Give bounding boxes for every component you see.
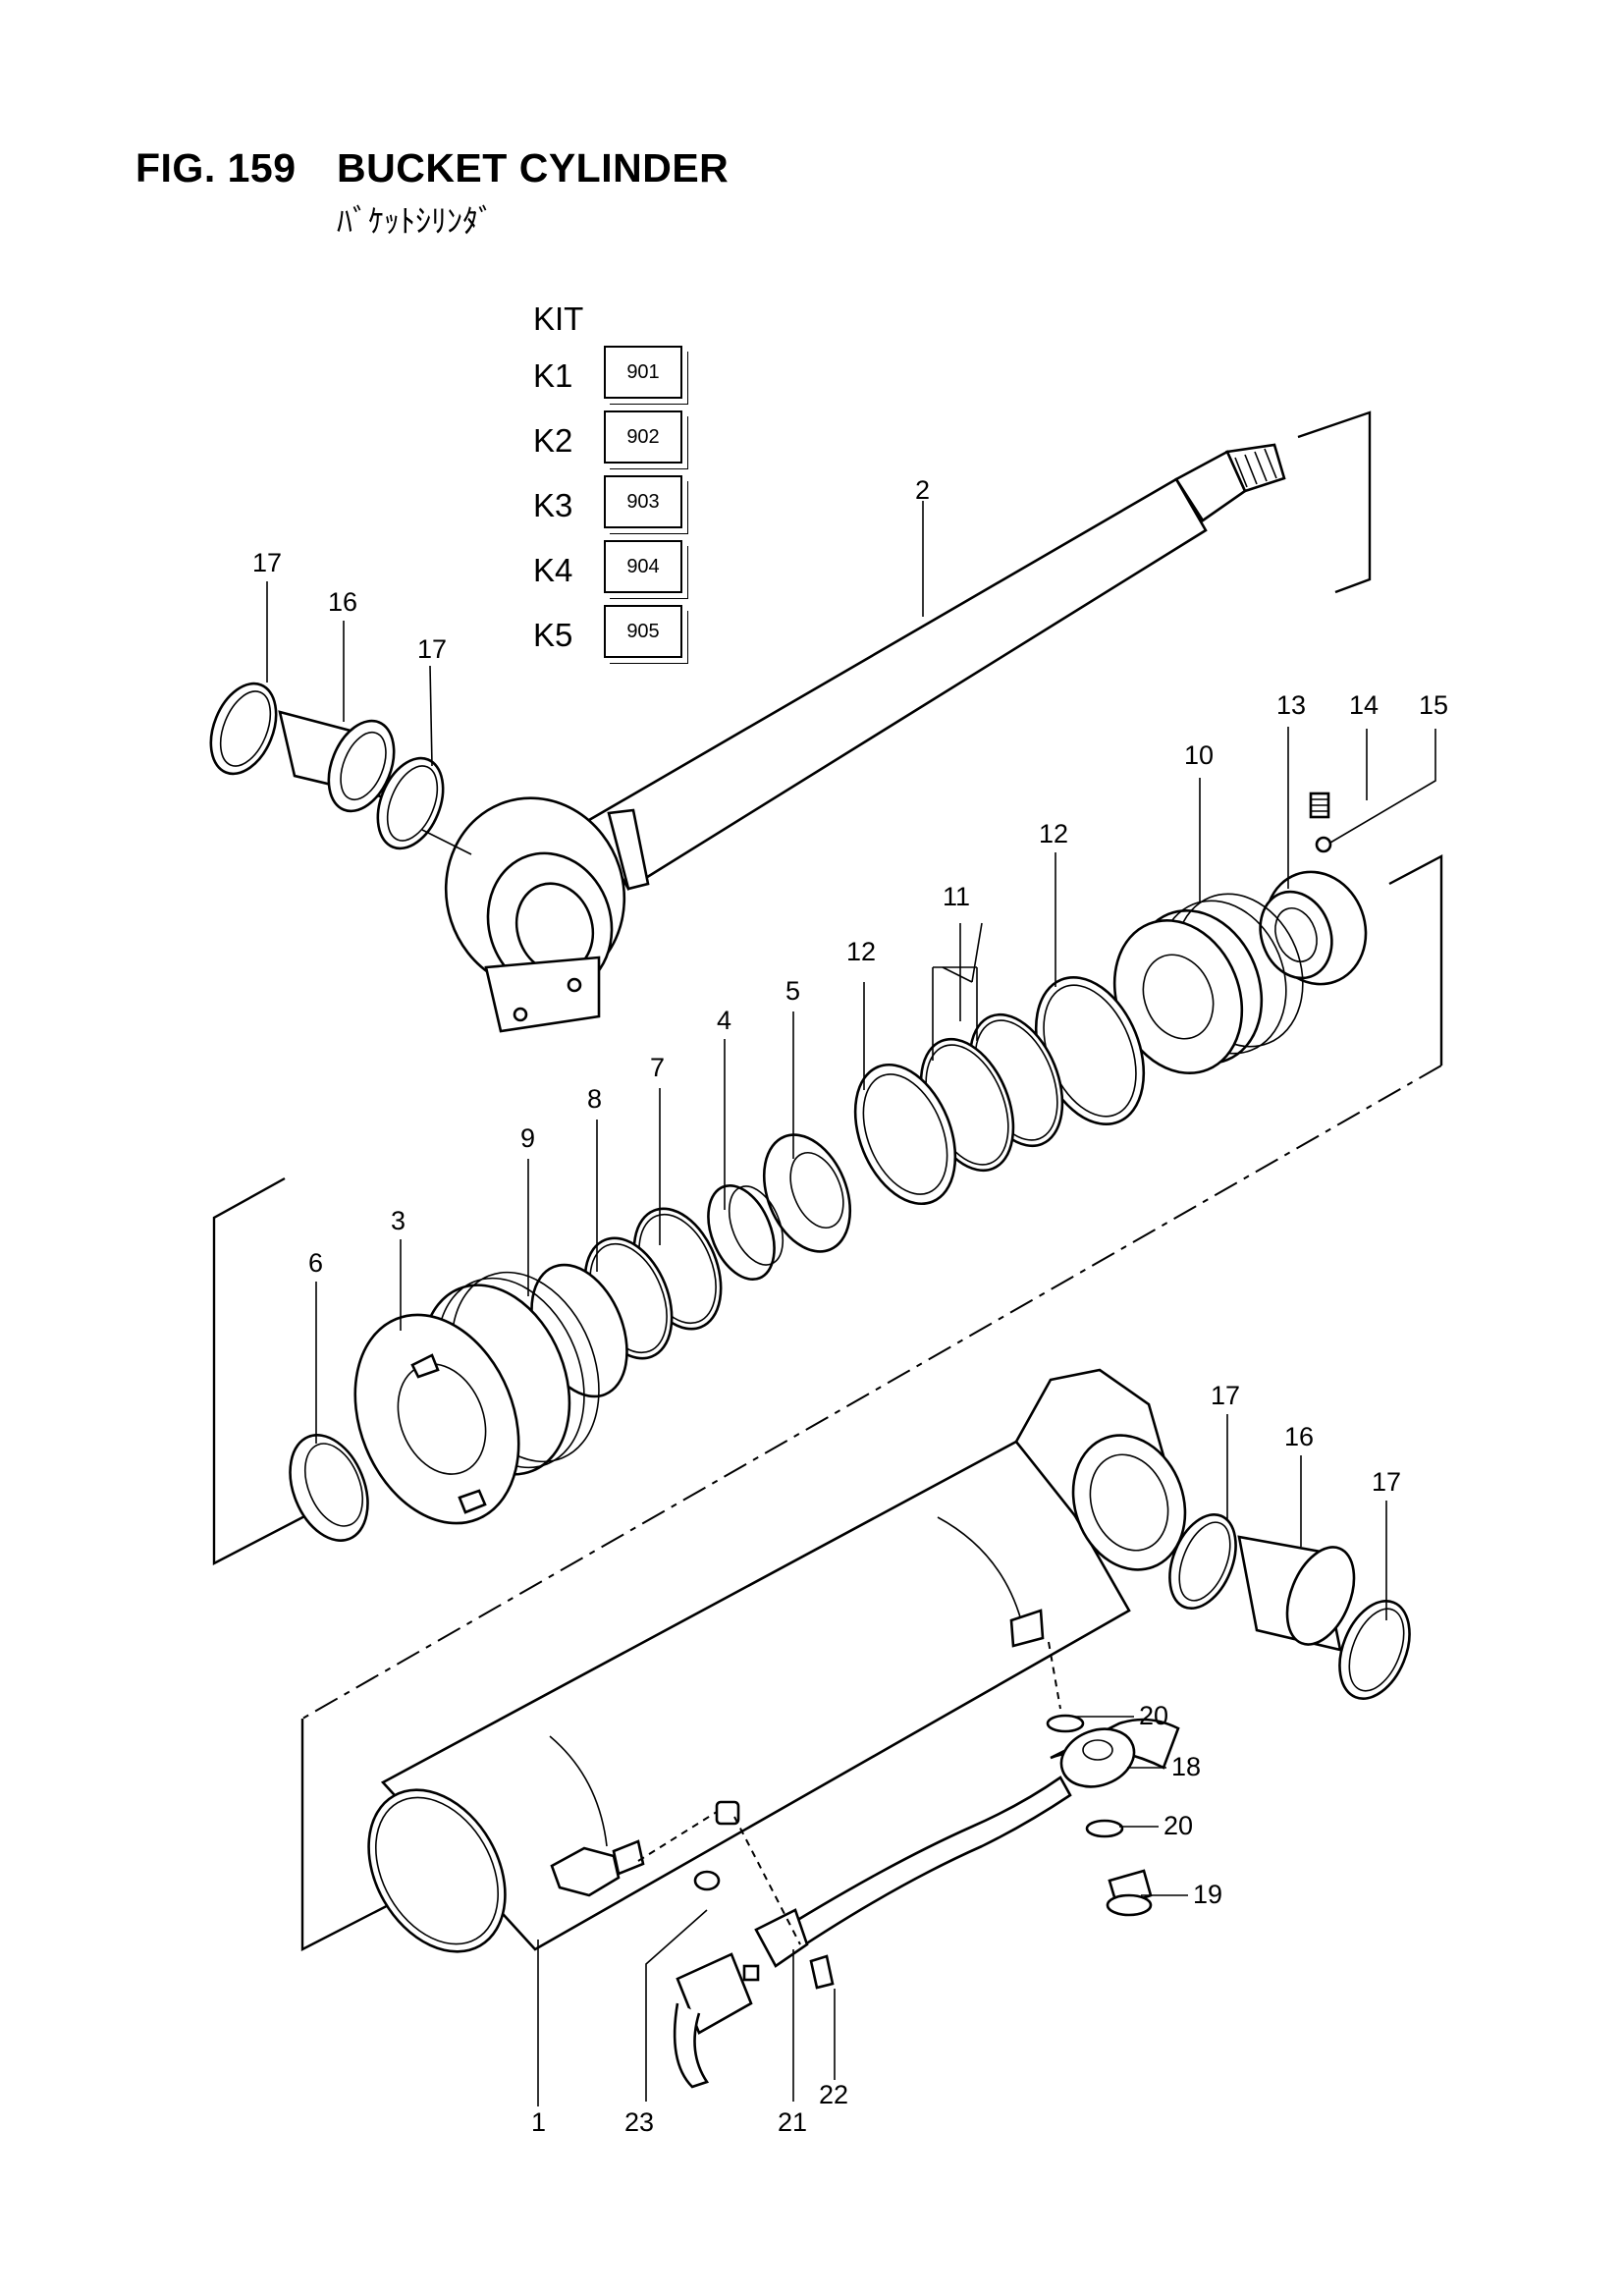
callout-20: 20 (1139, 1701, 1168, 1730)
piston-nut (1259, 792, 1368, 986)
figure-number: FIG. 159 (135, 145, 297, 191)
kit-heading: KIT (533, 301, 584, 337)
kit-label: K1 (533, 357, 573, 394)
upper-bushing-set (209, 682, 472, 855)
callout-21: 21 (778, 2107, 807, 2137)
callout-5: 5 (785, 976, 800, 1006)
callout-16: 16 (328, 587, 357, 617)
wiper-ring (289, 1434, 369, 1542)
callout-7: 7 (650, 1053, 665, 1082)
kit-code-box: 903 (604, 475, 682, 528)
callout-1: 1 (531, 2107, 546, 2137)
kit-label: K3 (533, 487, 573, 523)
callout-17: 17 (417, 634, 447, 664)
callout-6: 6 (308, 1248, 323, 1278)
callout-2: 2 (915, 475, 930, 505)
assembly-boundary (212, 410, 1443, 1951)
callout-12: 12 (846, 937, 876, 966)
callout-10: 10 (1184, 740, 1214, 770)
callout-3: 3 (391, 1206, 406, 1235)
piston (1112, 893, 1304, 1075)
callout-11: 11 (943, 882, 970, 911)
callout-12: 12 (1039, 819, 1068, 848)
callout-17: 17 (1372, 1467, 1401, 1497)
callout-17: 17 (252, 548, 282, 577)
piston-rod (444, 443, 1286, 1033)
pipe-assembly (550, 1714, 1180, 2089)
lower-bushing-set (1168, 1512, 1411, 1700)
kit-code-box: 904 (604, 540, 682, 593)
piston-seals (853, 975, 1146, 1206)
callout-20: 20 (1163, 1811, 1193, 1840)
callout-leaders (266, 501, 1436, 2106)
kit-code-box: 902 (604, 410, 682, 464)
kit-code-box: 901 (604, 346, 682, 399)
callout-18: 18 (1171, 1752, 1201, 1781)
callout-8: 8 (587, 1084, 602, 1114)
callout-13: 13 (1276, 690, 1306, 720)
kit-label: K5 (533, 617, 573, 653)
figure-subtitle-jp: ﾊﾞｹｯﾄｼﾘﾝﾀﾞ (337, 203, 495, 239)
leader-lines (637, 922, 1061, 1945)
callout-23: 23 (624, 2107, 654, 2137)
callout-19: 19 (1193, 1880, 1222, 1909)
callout-15: 15 (1419, 690, 1448, 720)
callout-9: 9 (520, 1123, 535, 1153)
rod-seals (530, 1133, 852, 1398)
callout-4: 4 (717, 1006, 731, 1035)
cylinder-tube (367, 1368, 1187, 1953)
figure-title: BUCKET CYLINDER (337, 145, 730, 191)
callout-14: 14 (1349, 690, 1379, 720)
callout-17: 17 (1211, 1381, 1240, 1410)
kit-label: K2 (533, 422, 573, 459)
cylinder-head (353, 1271, 600, 1525)
kit-label: K4 (533, 552, 573, 588)
kit-code-box: 905 (604, 605, 682, 658)
callout-labels: 2 17 16 17 13 14 15 10 12 11 12 5 4 7 8 … (252, 475, 1448, 2137)
callout-16: 16 (1284, 1422, 1314, 1451)
callout-22: 22 (819, 2080, 848, 2109)
